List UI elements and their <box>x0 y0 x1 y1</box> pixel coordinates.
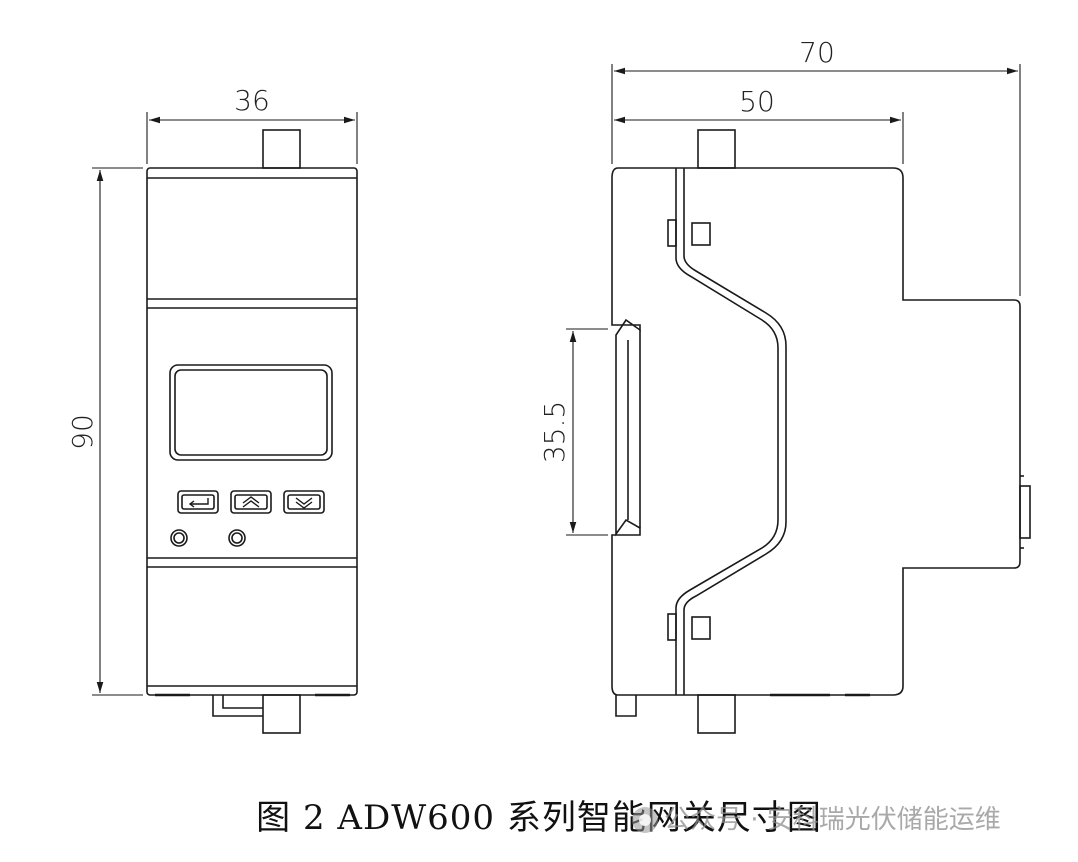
side-inner-panel <box>675 168 779 695</box>
watermark: 公众号 · 安科瑞光伏储能运维 <box>632 800 1001 840</box>
dim-label-body-depth: 50 <box>739 85 775 118</box>
side-bottom-clip <box>615 695 637 717</box>
led-1 <box>170 529 188 547</box>
up-icon <box>242 496 260 508</box>
front-body <box>146 167 358 696</box>
down-button <box>283 490 325 514</box>
enter-icon <box>188 498 209 508</box>
wechat-icon <box>632 807 658 833</box>
dim-label-overall-depth: 70 <box>799 36 835 69</box>
side-right-terminal <box>1019 485 1031 539</box>
down-icon <box>295 497 313 509</box>
dim-label-rail: 35.5 <box>538 401 571 463</box>
top-terminal <box>262 129 301 169</box>
led-2 <box>228 529 246 547</box>
side-top-terminal <box>697 129 736 169</box>
dim-label-height: 90 <box>66 414 99 450</box>
dim-label-width: 36 <box>234 84 270 117</box>
lcd-display <box>169 364 333 461</box>
side-dimensions <box>566 64 1021 536</box>
figure-caption: 图 2 ADW600 系列智能网关尺寸图 <box>256 798 822 838</box>
watermark-text: 公众号 · 安科瑞光伏储能运维 <box>664 805 1001 835</box>
side-view <box>611 129 1031 734</box>
front-view <box>146 129 358 734</box>
front-dimensions <box>92 112 358 696</box>
side-bottom-terminal <box>697 694 736 734</box>
slot-top <box>691 222 711 246</box>
bottom-clip <box>212 695 263 717</box>
enter-button <box>177 490 219 514</box>
side-body-outline <box>611 167 1021 696</box>
slot-bottom <box>691 616 711 640</box>
bottom-terminal <box>262 694 301 734</box>
up-button <box>230 490 272 514</box>
